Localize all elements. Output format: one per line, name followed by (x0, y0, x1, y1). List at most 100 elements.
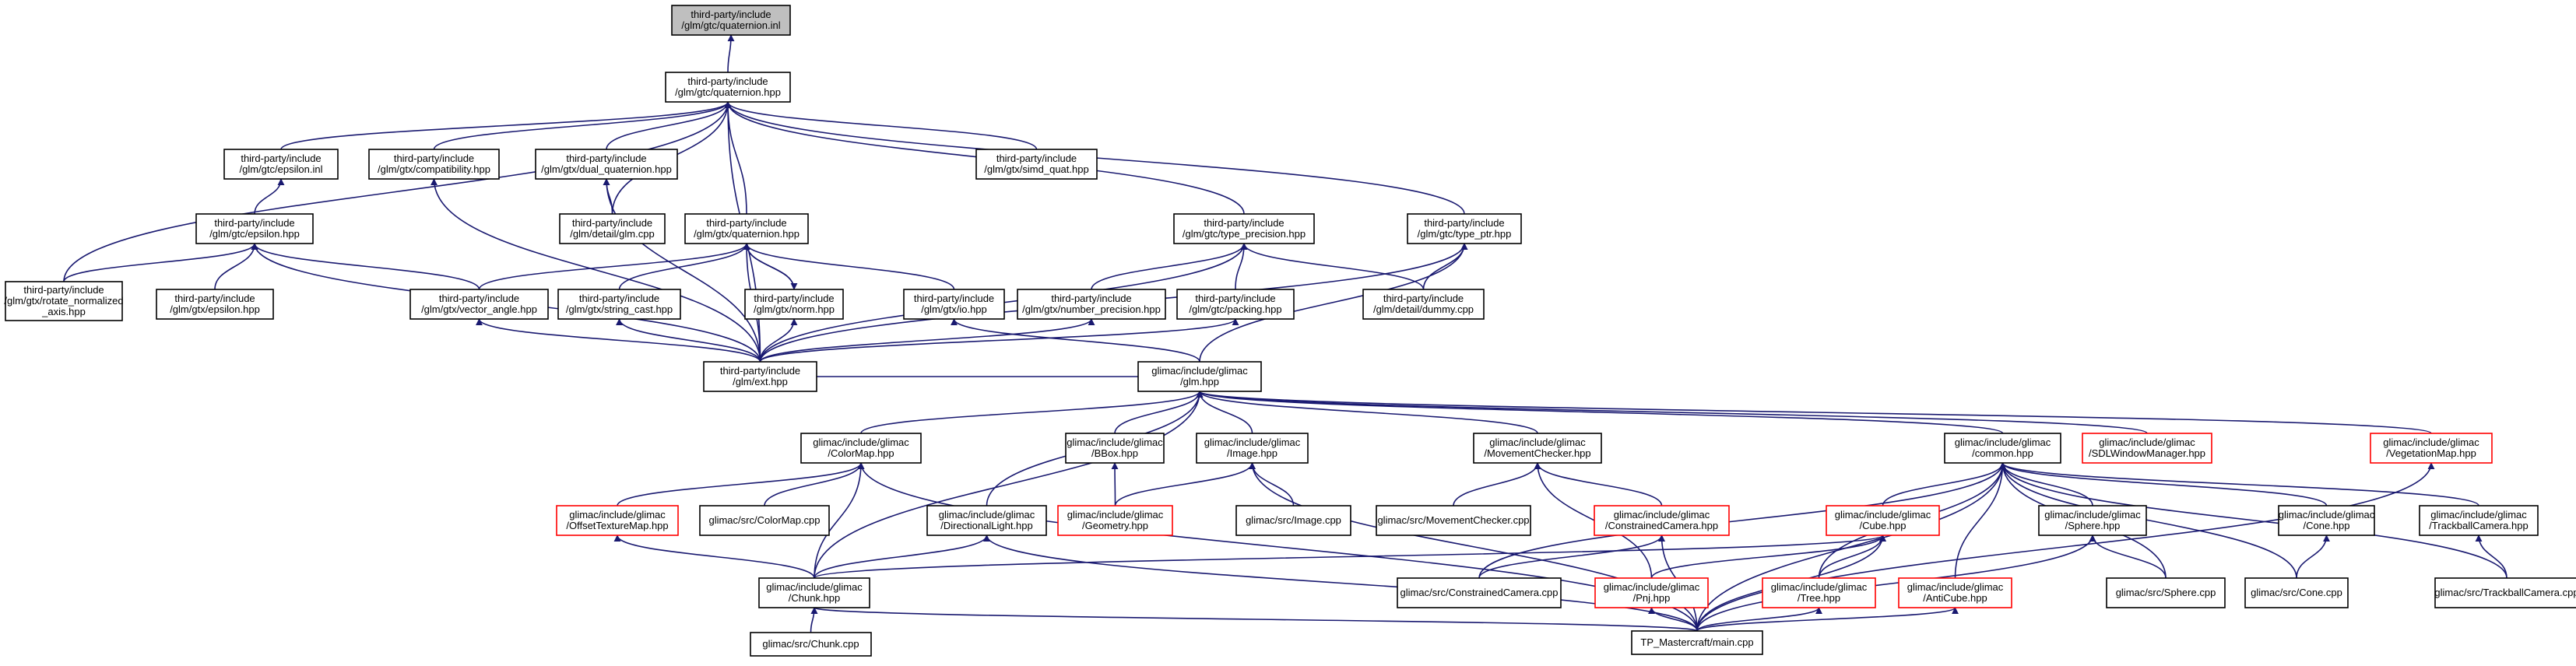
node-trackcam[interactable]: glimac/include/glimac/TrackballCamera.hp… (2419, 505, 2539, 536)
node-str-cast[interactable]: third-party/include/glm/gtx/string_cast.… (557, 289, 681, 320)
node-box (665, 72, 791, 103)
edge-gtx-io-to-gtx-quat (743, 243, 955, 290)
node-box (684, 213, 809, 244)
node-constrcam-cpp[interactable]: glimac/src/ConstrainedCamera.cpp (1397, 577, 1562, 608)
node-packing[interactable]: third-party/include/glm/gtc/packing.hpp (1176, 289, 1295, 320)
node-label-line: /glm/gtx/epsilon.hpp (170, 303, 260, 315)
node-label-line: third-party/include (1051, 293, 1131, 304)
node-chunk-cpp[interactable]: glimac/src/Chunk.cpp (750, 632, 872, 657)
node-gtx-quat[interactable]: third-party/include/glm/gtx/quaternion.h… (684, 213, 809, 244)
node-box (1594, 505, 1730, 536)
node-compat[interactable]: third-party/include/glm/gtx/compatibilit… (368, 149, 500, 180)
node-dirlight[interactable]: glimac/include/glimac/DirectionalLight.h… (926, 505, 1047, 536)
node-gtx-eps[interactable]: third-party/include/glm/gtx/epsilon.hpp (156, 289, 274, 320)
node-label-line: third-party/include (579, 293, 659, 304)
node-label-line: /glm/gtx/norm.hpp (754, 303, 835, 315)
node-label-line: third-party/include (241, 152, 321, 164)
node-glimac-glm[interactable]: glimac/include/glimac/glm.hpp (1137, 361, 1262, 392)
node-epsilon-inl[interactable]: third-party/include/glm/gtc/epsilon.inl (223, 149, 339, 180)
node-movchk-cpp[interactable]: glimac/src/MovementChecker.cpp (1376, 505, 1531, 536)
node-box (2038, 505, 2147, 536)
node-movchk[interactable]: glimac/include/glimac/MovementChecker.hp… (1473, 433, 1602, 464)
node-box (2244, 577, 2349, 608)
node-main[interactable]: TP_Mastercraft/main.cpp (1631, 630, 1763, 655)
node-quat-hpp[interactable]: third-party/include/glm/gtc/quaternion.h… (665, 72, 791, 103)
node-vec-angle[interactable]: third-party/include/glm/gtx/vector_angle… (409, 289, 549, 320)
node-geometry[interactable]: glimac/include/glimac/Geometry.hpp (1057, 505, 1173, 536)
edge-colormap-to-glimac-glm (860, 391, 1204, 434)
node-box (744, 289, 844, 320)
node-label-line: /glm/ext.hpp (733, 376, 788, 387)
node-offtex[interactable]: glimac/include/glimac/OffsetTextureMap.h… (556, 505, 679, 536)
node-ext[interactable]: third-party/include/glm/ext.hpp (703, 361, 817, 392)
node-dualq[interactable]: third-party/include/glm/gtx/dual_quatern… (535, 149, 678, 180)
node-image[interactable]: glimac/include/glimac/Image.hpp (1196, 433, 1309, 464)
node-quat-inl[interactable]: third-party/include/glm/gtc/quaternion.i… (671, 5, 791, 36)
node-label-line: glimac/include/glimac (813, 436, 909, 448)
node-trackcam-cpp[interactable]: glimac/src/TrackballCamera.cpp (2434, 577, 2576, 608)
edge-dummy-to-type-prec (1240, 243, 1425, 290)
node-label-line: third-party/include (439, 293, 519, 304)
node-label-line: glimac/include/glimac (2383, 436, 2479, 448)
node-label-line: third-party/include (566, 152, 646, 164)
edge-main-to-tree (1696, 607, 1822, 632)
nodes-layer: third-party/include/glm/gtc/quaternion.i… (4, 5, 2576, 657)
edge-cone-cpp-to-cone (2296, 535, 2330, 579)
node-constrcam[interactable]: glimac/include/glimac/ConstrainedCamera.… (1594, 505, 1730, 536)
node-box (1407, 213, 1522, 244)
node-tree[interactable]: glimac/include/glimac/Tree.hpp (1762, 577, 1876, 608)
node-label-line: glimac/include/glimac (1907, 581, 2004, 593)
node-box (2278, 505, 2375, 536)
node-label-line: glimac/src/Sphere.cpp (2116, 587, 2216, 598)
node-sphere-cpp[interactable]: glimac/src/Sphere.cpp (2106, 577, 2226, 608)
edge-simdq-to-quat-hpp (724, 101, 1038, 150)
node-simdq[interactable]: third-party/include/glm/gtx/simd_quat.hp… (975, 149, 1098, 180)
node-type-prec[interactable]: third-party/include/glm/gtc/type_precisi… (1173, 213, 1315, 244)
node-box (1376, 505, 1531, 536)
node-anticube[interactable]: glimac/include/glimac/AntiCube.hpp (1898, 577, 2012, 608)
edge-ext-to-num-prec (759, 318, 1095, 363)
node-box (975, 149, 1098, 180)
node-pnj[interactable]: glimac/include/glimac/Pnj.hpp (1594, 577, 1709, 608)
node-type-ptr[interactable]: third-party/include/glm/gtc/type_ptr.hpp (1407, 213, 1522, 244)
node-sdlwin[interactable]: glimac/include/glimac/SDLWindowManager.h… (2082, 433, 2212, 464)
node-dummy[interactable]: third-party/include/glm/detail/dummy.cpp (1362, 289, 1485, 320)
node-vegmap[interactable]: glimac/include/glimac/VegetationMap.hpp (2370, 433, 2493, 464)
node-label-line: /glm/gtx/dual_quaternion.hpp (541, 163, 672, 175)
node-common[interactable]: glimac/include/glimac/common.hpp (1944, 433, 2061, 464)
node-label-line: glimac/include/glimac (1067, 436, 1163, 448)
node-label-line: /glm/gtc/quaternion.hpp (675, 86, 781, 98)
node-box (1065, 433, 1165, 464)
node-chunk[interactable]: glimac/include/glimac/Chunk.hpp (758, 577, 870, 608)
edge-constrcam-cpp-to-common (1478, 462, 2006, 579)
node-label-line: glimac/include/glimac (1204, 436, 1301, 448)
node-colormap-cpp[interactable]: glimac/src/ColorMap.cpp (699, 505, 830, 536)
node-label-line: third-party/include (174, 293, 255, 304)
node-cone[interactable]: glimac/include/glimac/Cone.hpp (2278, 505, 2375, 536)
node-bbox[interactable]: glimac/include/glimac/BBox.hpp (1065, 433, 1165, 464)
node-colormap[interactable]: glimac/include/glimac/ColorMap.hpp (800, 433, 922, 464)
node-label-line: /Geometry.hpp (1082, 520, 1148, 531)
node-num-prec[interactable]: third-party/include/glm/gtx/number_preci… (1017, 289, 1166, 320)
node-gtx-io[interactable]: third-party/include/glm/gtx/io.hpp (903, 289, 1005, 320)
node-cone-cpp[interactable]: glimac/src/Cone.cpp (2244, 577, 2349, 608)
node-box (535, 149, 678, 180)
node-label-line: third-party/include (394, 152, 474, 164)
node-label-line: third-party/include (214, 217, 294, 229)
edge-main-to-chunk (811, 607, 1698, 632)
node-cube[interactable]: glimac/include/glimac/Cube.hpp (1826, 505, 1940, 536)
node-gtx-norm[interactable]: third-party/include/glm/gtx/norm.hpp (744, 289, 844, 320)
edge-vec-angle-to-gtx-quat (478, 243, 750, 290)
node-box (1362, 289, 1485, 320)
node-image-cpp[interactable]: glimac/src/Image.cpp (1235, 505, 1351, 536)
node-sphere[interactable]: glimac/include/glimac/Sphere.hpp (2038, 505, 2147, 536)
node-glm-cpp[interactable]: third-party/include/glm/detail/glm.cpp (559, 213, 666, 244)
node-eps-hpp[interactable]: third-party/include/glm/gtc/epsilon.hpp (195, 213, 314, 244)
node-rot-norm[interactable]: third-party/include/glm/gtx/rotate_norma… (4, 281, 124, 321)
node-label-line: TP_Mastercraft/main.cpp (1640, 636, 1753, 648)
edge-chunk-cpp-to-chunk (810, 607, 818, 633)
node-box (1017, 289, 1166, 320)
node-label-line: glimac/include/glimac (569, 509, 666, 521)
node-label-line: /DirectionalLight.hpp (940, 520, 1033, 531)
